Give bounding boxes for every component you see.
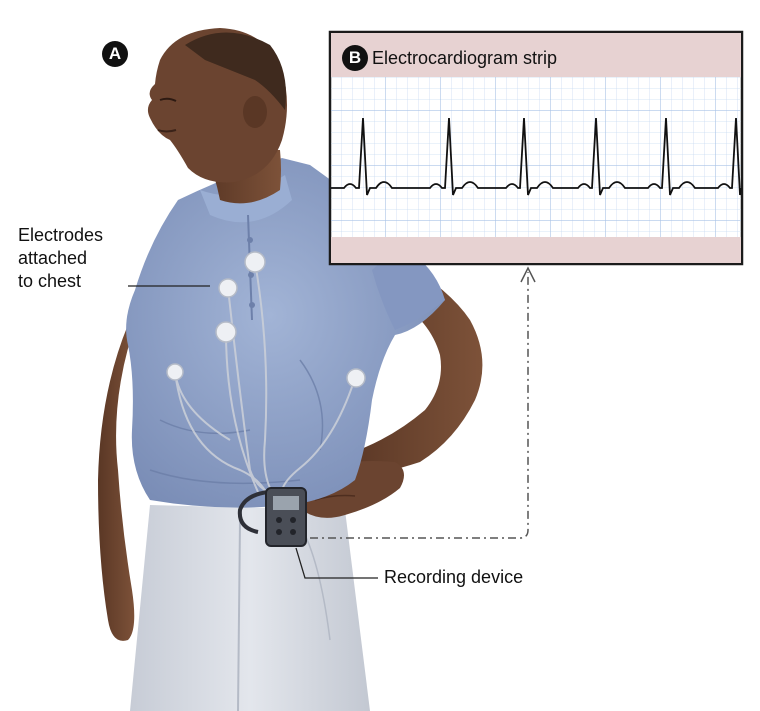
panel-a-badge: A [102, 41, 128, 67]
electrodes-label-line-3: to chest [18, 270, 103, 293]
recording-device [266, 488, 306, 546]
left-arm [98, 320, 135, 641]
electrodes-label-line-1: Electrodes [18, 224, 103, 247]
ecg-strip-title: Electrocardiogram strip [372, 48, 557, 69]
panel-b-badge: B [342, 45, 368, 71]
trousers [130, 505, 370, 711]
recording-device-label: Recording device [384, 566, 523, 589]
electrodes-label: Electrodes attached to chest [18, 224, 103, 293]
electrodes-label-line-2: attached [18, 247, 103, 270]
